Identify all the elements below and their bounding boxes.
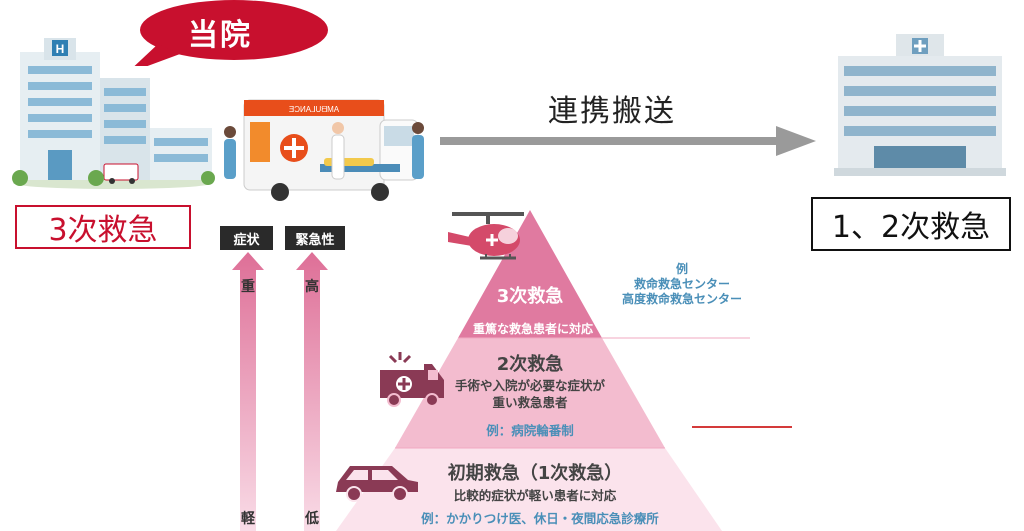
tier2-example: 例：病院輪番制	[486, 423, 574, 438]
h-sign-icon: H	[56, 42, 65, 56]
tier2-description: 手術や入院が必要な症状が 重い救急患者	[440, 377, 620, 411]
tier3-example-line: 救命救急センター	[633, 277, 730, 291]
helicopter-icon	[448, 212, 524, 260]
tier3-example-line: 高度救命救急センター	[621, 292, 742, 306]
svg-text:ƎƆИA⅃UᗺMA: ƎƆИA⅃UᗺMA	[289, 105, 340, 114]
primary-secondary-emergency-label: 1、2次救急	[811, 197, 1011, 251]
red-divider-line	[692, 426, 792, 428]
tier2-description-line: 重い救急患者	[492, 395, 568, 410]
cross-sign-icon	[914, 40, 926, 52]
transfer-arrow	[440, 126, 816, 156]
tier3-example: 例 救命救急センター 高度救命救急センター	[602, 262, 762, 307]
ambulance-icon	[380, 352, 444, 407]
own-hospital-speech-bubble	[134, 0, 328, 66]
urgency-tag: 緊急性	[285, 226, 345, 250]
symptom-tag: 症状	[220, 226, 273, 250]
urgency-high-label: 高	[305, 279, 319, 295]
partner-hospital-illustration	[834, 34, 1006, 176]
own-hospital-illustration: H	[12, 38, 215, 189]
symptom-heavy-label: 重	[241, 279, 255, 295]
car-icon	[336, 466, 418, 502]
ambulance-scene-illustration: ƎƆИA⅃UᗺMA	[224, 99, 424, 201]
own-hospital-label: 当院	[188, 18, 252, 53]
tier3-description: 重篤な救急患者に対応	[472, 322, 593, 336]
symptom-light-label: 軽	[241, 511, 255, 527]
emergency-care-pyramid	[336, 210, 750, 531]
tier3-title: 3次救急	[496, 286, 564, 307]
urgency-low-label: 低	[305, 511, 319, 527]
tier2-description-line: 手術や入院が必要な症状が	[454, 378, 605, 393]
pyramid-tier-2	[395, 338, 665, 448]
tertiary-emergency-label: 3次救急	[15, 205, 191, 249]
transfer-label: 連携搬送	[548, 94, 676, 129]
tier3-example-head: 例	[675, 262, 688, 276]
tier1-title: 初期救急（1次救急）	[447, 463, 623, 484]
tier1-description: 比較的症状が軽い患者に対応	[453, 488, 617, 503]
pyramid-tier-3	[458, 210, 602, 338]
pyramid-tier-1	[336, 448, 722, 531]
severity-axis-arrows	[232, 252, 328, 531]
tier2-title: 2次救急	[496, 354, 564, 375]
tier1-example: 例：かかりつけ医、休日・夜間応急診療所	[421, 511, 659, 526]
